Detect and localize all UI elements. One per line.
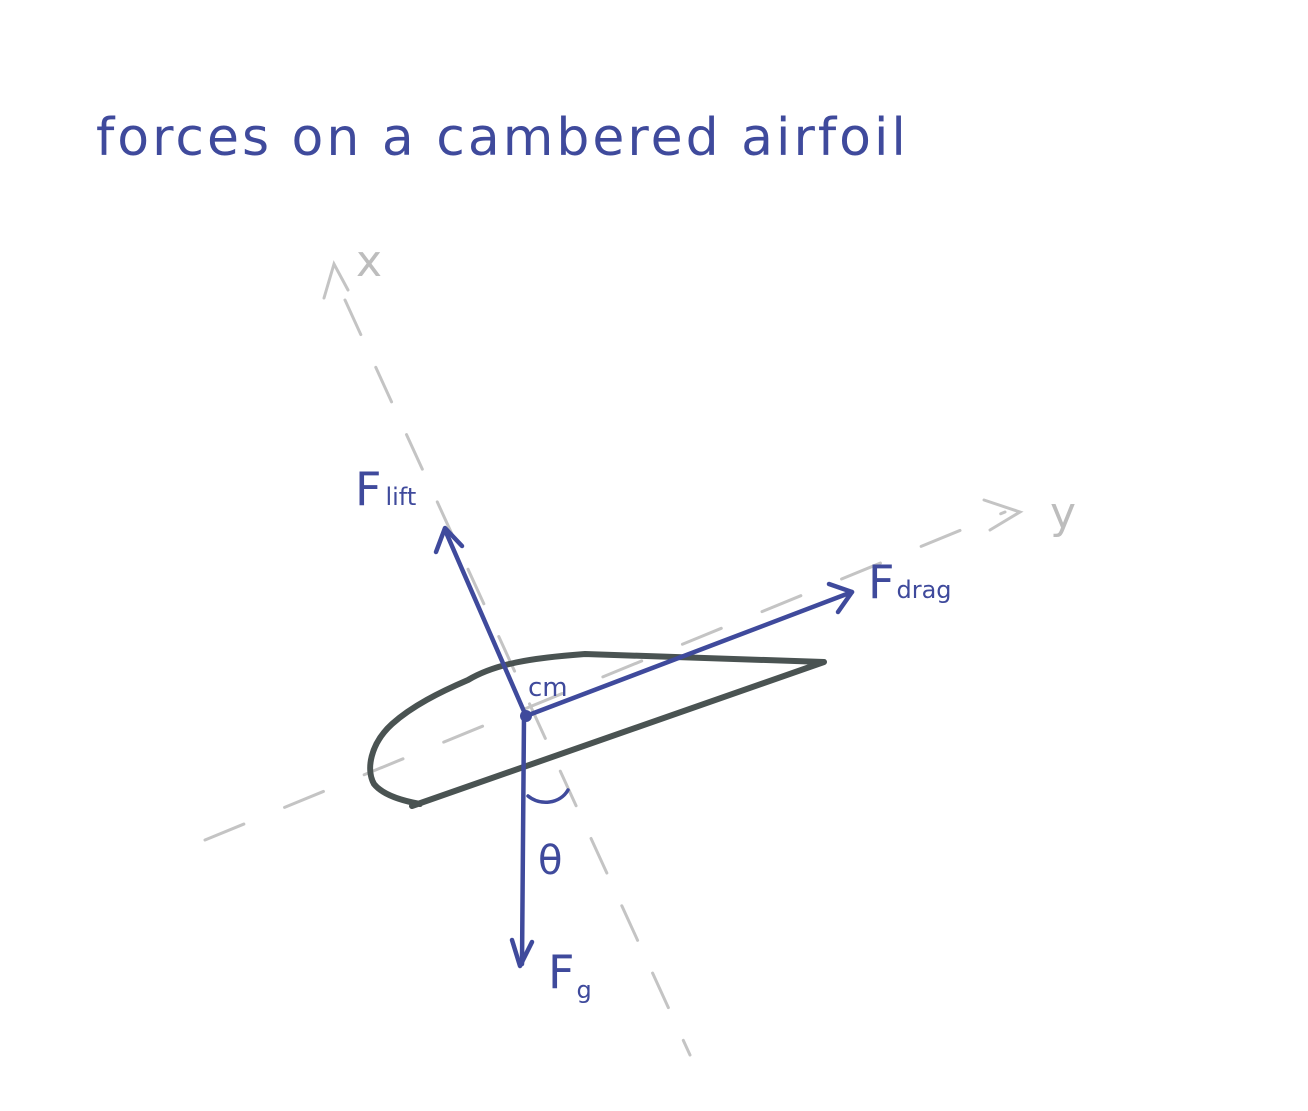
lift-force-subscript: lift — [385, 483, 416, 511]
drag-force-subscript: drag — [896, 576, 951, 604]
y-axis — [203, 498, 1024, 842]
drag-force-symbol: F — [868, 555, 894, 609]
x-axis — [322, 260, 692, 1057]
y-axis-arrowhead — [982, 498, 1024, 532]
drag-force-label: Fdrag — [868, 555, 952, 609]
drag-force-arrow — [523, 581, 855, 719]
x-axis-arrowhead — [322, 260, 350, 300]
theta-angle-label: θ — [538, 838, 562, 884]
x-axis-line — [343, 298, 692, 1057]
center-of-mass-label: cm — [528, 673, 568, 703]
gravity-force-arrow — [509, 713, 535, 969]
lift-force-arrow — [433, 525, 529, 719]
airfoil-outline — [367, 651, 827, 809]
gravity-force-label: Fg — [548, 945, 592, 1004]
diagram-title: forces on a cambered airfoil — [96, 108, 909, 168]
theta-angle-arc — [526, 788, 570, 804]
center-of-mass-dot — [520, 710, 532, 722]
gravity-force-subscript: g — [576, 976, 591, 1004]
gravity-force-symbol: F — [548, 945, 574, 999]
y-axis-label: y — [1050, 488, 1076, 539]
y-axis-line — [203, 510, 1007, 842]
x-axis-label: x — [356, 236, 382, 287]
lift-force-symbol: F — [355, 462, 381, 516]
